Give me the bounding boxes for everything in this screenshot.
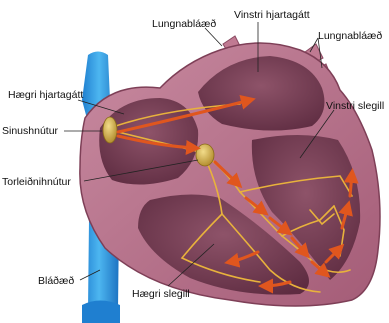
label-haegri-hjartagatt: Hægri hjartagátt [8, 89, 83, 101]
label-lungnablaed-right: Lungnabláæð [318, 30, 382, 42]
label-haegri-slegill: Hægri slegill [132, 288, 190, 300]
label-lungnablaed-top: Lungnabláæð [152, 18, 216, 30]
av-node [196, 144, 214, 166]
sinus-node [103, 117, 117, 143]
label-vinstri-slegill: Vinstri slegill [326, 100, 384, 112]
label-sinushnutur: Sinushnútur [2, 125, 58, 137]
label-bladaed: Bláðæð [38, 275, 74, 287]
label-vinstri-hjartagatt: Vinstri hjartagátt [234, 9, 310, 21]
label-torleidnihnutur: Torleiðnihnútur [2, 176, 71, 188]
